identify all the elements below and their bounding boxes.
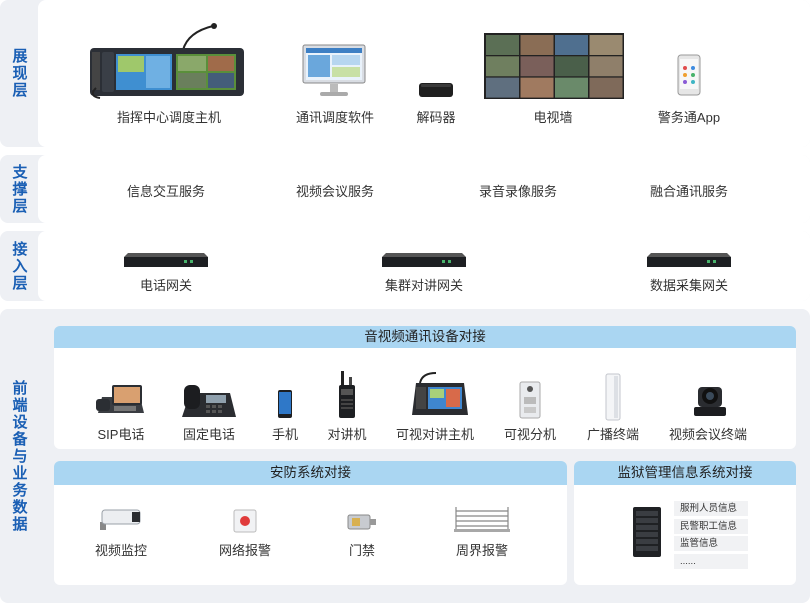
av-section-title: 音视频通讯设备对接 bbox=[54, 326, 796, 348]
security-section-panel bbox=[54, 485, 567, 585]
intercom-extension-icon bbox=[519, 381, 541, 419]
video-intercom-host-label: 可视对讲主机 bbox=[395, 427, 475, 442]
video-wall-label: 电视墙 bbox=[533, 110, 573, 125]
frontend-layer-label: 前端设备与业务数据 bbox=[10, 379, 28, 533]
smartphone-icon bbox=[677, 54, 701, 96]
video-wall-icon bbox=[484, 33, 624, 99]
support-service-unified-comm: 融合通讯服务 bbox=[649, 184, 729, 199]
walkie-talkie-label: 对讲机 bbox=[327, 427, 367, 442]
prison-info-inmate: 服刑人员信息 bbox=[674, 501, 748, 516]
sip-phone-label: SIP电话 bbox=[97, 427, 145, 442]
prison-section-panel bbox=[574, 485, 796, 585]
server-cabinet-icon bbox=[633, 507, 661, 557]
broadcast-speaker-icon bbox=[605, 373, 621, 421]
support-service-recording: 录音录像服务 bbox=[478, 184, 558, 199]
rack-server-icon bbox=[382, 253, 466, 267]
support-layer-label: 支撑层 bbox=[10, 163, 28, 215]
alarm-button-icon bbox=[233, 509, 257, 533]
perimeter-fence-icon bbox=[454, 507, 510, 532]
trunking-gateway-label: 集群对讲网关 bbox=[384, 278, 464, 293]
ptz-camera-icon bbox=[694, 387, 726, 416]
security-section-title: 安防系统对接 bbox=[54, 461, 567, 485]
desktop-monitor-label: 通讯调度软件 bbox=[295, 110, 375, 125]
broadcast-speaker-label: 广播终端 bbox=[586, 427, 640, 442]
ptz-camera-label: 视频会议终端 bbox=[668, 427, 748, 442]
desk-phone-label: 固定电话 bbox=[182, 427, 236, 442]
frontend-layer: 前端设备与业务数据 音视频通讯设备对接 SIP电话 固定电话 手机 对讲机 bbox=[0, 309, 810, 603]
bullet-camera-label: 视频监控 bbox=[94, 543, 148, 558]
support-service-video-conference: 视频会议服务 bbox=[295, 184, 375, 199]
presentation-layer-label: 展现层 bbox=[10, 48, 28, 99]
command-console-icon bbox=[90, 23, 244, 99]
support-service-info-exchange: 信息交互服务 bbox=[126, 184, 206, 199]
rack-server-icon bbox=[124, 253, 208, 267]
desktop-monitor-icon bbox=[302, 44, 366, 96]
smartphone-label: 警务通App bbox=[657, 110, 721, 125]
support-layer-body bbox=[38, 155, 810, 223]
command-console-label: 指挥中心调度主机 bbox=[116, 110, 222, 125]
intercom-extension-label: 可视分机 bbox=[503, 427, 557, 442]
sip-phone-icon bbox=[96, 385, 144, 413]
access-layer: 接入层 电话网关 集群对讲网关 数据采集网关 bbox=[0, 231, 810, 301]
prison-section-title: 监狱管理信息系统对接 bbox=[574, 461, 796, 485]
decoder-label: 解码器 bbox=[416, 110, 456, 125]
prison-info-more: ...... bbox=[674, 554, 748, 569]
door-lock-label: 门禁 bbox=[348, 543, 376, 558]
bullet-camera-icon bbox=[100, 509, 141, 530]
walkie-talkie-icon bbox=[339, 371, 355, 418]
rack-server-icon bbox=[647, 253, 731, 267]
access-layer-label: 接入层 bbox=[10, 240, 28, 292]
door-lock-icon bbox=[347, 514, 376, 530]
video-intercom-host-icon bbox=[412, 372, 468, 415]
prison-info-staff: 民警职工信息 bbox=[674, 519, 748, 534]
support-layer: 支撑层 信息交互服务 视频会议服务 录音录像服务 融合通讯服务 bbox=[0, 155, 810, 223]
decoder-box-icon bbox=[419, 83, 453, 97]
mobile-phone-icon bbox=[278, 390, 292, 418]
presentation-layer: 展现层 指挥中心调度主机 通讯调度软件 解码器 bbox=[0, 0, 810, 147]
phone-gateway-label: 电话网关 bbox=[139, 278, 193, 293]
desk-phone-icon bbox=[182, 385, 236, 417]
prison-info-supervision: 监管信息 bbox=[674, 536, 748, 551]
alarm-button-label: 网络报警 bbox=[218, 543, 272, 558]
data-gateway-label: 数据采集网关 bbox=[649, 278, 729, 293]
perimeter-fence-label: 周界报警 bbox=[455, 543, 509, 558]
mobile-phone-label: 手机 bbox=[271, 427, 299, 442]
